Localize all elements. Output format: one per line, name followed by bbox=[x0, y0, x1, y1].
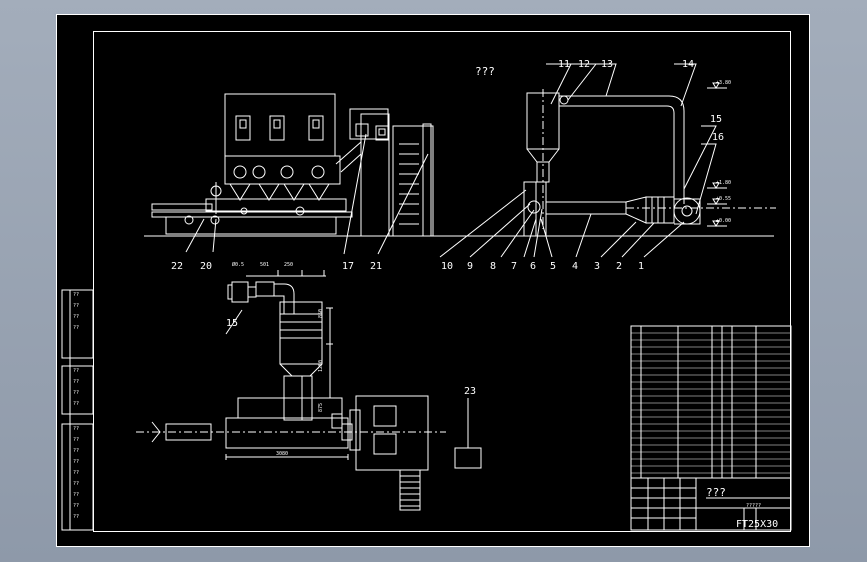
dim-top-0: Ø0.5 bbox=[232, 261, 244, 268]
left-strip-cell: ?? bbox=[73, 390, 79, 396]
dryer-elevation bbox=[151, 93, 434, 237]
title-block bbox=[630, 477, 792, 531]
callout-3: 3 bbox=[594, 261, 600, 272]
left-strip-cell: ?? bbox=[73, 314, 79, 320]
left-strip-cell: ?? bbox=[73, 325, 79, 331]
callout-8: 8 bbox=[490, 261, 496, 272]
dim-side-2: 875 bbox=[318, 403, 324, 412]
left-strip-cell: ?? bbox=[73, 448, 79, 454]
callout-7: 7 bbox=[511, 261, 517, 272]
title-block-title: ??? bbox=[706, 486, 726, 499]
elevation-180: +1.80 bbox=[716, 180, 731, 186]
callout-14: 14 bbox=[682, 59, 694, 70]
dim-side-1: 1250 bbox=[318, 360, 324, 372]
callout-11: 11 bbox=[558, 59, 570, 70]
left-strip-cell: ?? bbox=[73, 401, 79, 407]
callout-22: 22 bbox=[171, 261, 183, 272]
callout-15: 15 bbox=[710, 114, 722, 125]
dim-bottom: 3080 bbox=[276, 451, 288, 457]
parts-list bbox=[630, 325, 792, 479]
bottom-callout-labels: 22 20 17 21 10 9 8 7 6 5 4 3 2 1 bbox=[171, 261, 644, 272]
elevation-marks: +3.80 +1.80 +0.55 ±0.00 bbox=[716, 80, 731, 224]
callout-4: 4 bbox=[572, 261, 578, 272]
cyclone-duct-elevation bbox=[523, 82, 776, 237]
callout-20: 20 bbox=[200, 261, 212, 272]
dimension-labels: Ø0.5 501 250 850 1250 875 3080 bbox=[232, 261, 324, 457]
left-strip-cell: ?? bbox=[73, 470, 79, 476]
callout-6: 6 bbox=[530, 261, 536, 272]
inner-border bbox=[93, 31, 791, 532]
drawing-canvas: ??? 11 12 13 14 15 16 22 20 17 21 10 9 8… bbox=[56, 14, 810, 547]
drawing-heading: ??? bbox=[475, 65, 495, 78]
plan-view bbox=[136, 270, 482, 511]
left-strip-cell: ?? bbox=[73, 292, 79, 298]
left-strip-table bbox=[61, 289, 94, 531]
elevation-055: +0.55 bbox=[716, 196, 731, 202]
callout-9: 9 bbox=[467, 261, 473, 272]
callout-5: 5 bbox=[550, 261, 556, 272]
callout-23: 23 bbox=[464, 386, 476, 397]
left-strip-cell: ?? bbox=[73, 426, 79, 432]
left-strip-cell: ?? bbox=[73, 503, 79, 509]
title-block-subtitle: ????? bbox=[746, 503, 761, 509]
dim-top-1: 501 bbox=[260, 262, 269, 268]
left-strip-cell: ?? bbox=[73, 481, 79, 487]
callout-16: 16 bbox=[712, 132, 724, 143]
left-strip-cell: ?? bbox=[73, 368, 79, 374]
drawing-sheet: ??? 11 12 13 14 15 16 22 20 17 21 10 9 8… bbox=[56, 14, 810, 547]
callout-17: 17 bbox=[342, 261, 354, 272]
callout-15-plan: 15 bbox=[226, 318, 238, 329]
parts-rows bbox=[631, 332, 791, 474]
callout-2: 2 bbox=[616, 261, 622, 272]
left-strip-cell: ?? bbox=[73, 514, 79, 520]
left-strip-text: ?????????????????????????????????? bbox=[73, 292, 79, 520]
title-block-drawing-no: FT25X30 bbox=[736, 519, 778, 530]
dim-top-2: 250 bbox=[284, 262, 293, 268]
top-callout-labels: 11 12 13 14 15 16 bbox=[558, 59, 724, 143]
callout-13: 13 bbox=[601, 59, 613, 70]
outer-border bbox=[56, 14, 810, 547]
callout-10: 10 bbox=[441, 261, 453, 272]
elevation-000: ±0.00 bbox=[716, 218, 731, 224]
elevation-380: +3.80 bbox=[716, 80, 731, 86]
callout-21: 21 bbox=[370, 261, 382, 272]
left-strip-cell: ?? bbox=[73, 459, 79, 465]
left-strip-cell: ?? bbox=[73, 492, 79, 498]
callout-1: 1 bbox=[638, 261, 644, 272]
callout-12: 12 bbox=[578, 59, 590, 70]
left-strip-cell: ?? bbox=[73, 379, 79, 385]
callout-leaders bbox=[185, 63, 717, 258]
dim-side-0: 850 bbox=[318, 309, 324, 318]
left-strip-cell: ?? bbox=[73, 303, 79, 309]
left-strip-cell: ?? bbox=[73, 437, 79, 443]
